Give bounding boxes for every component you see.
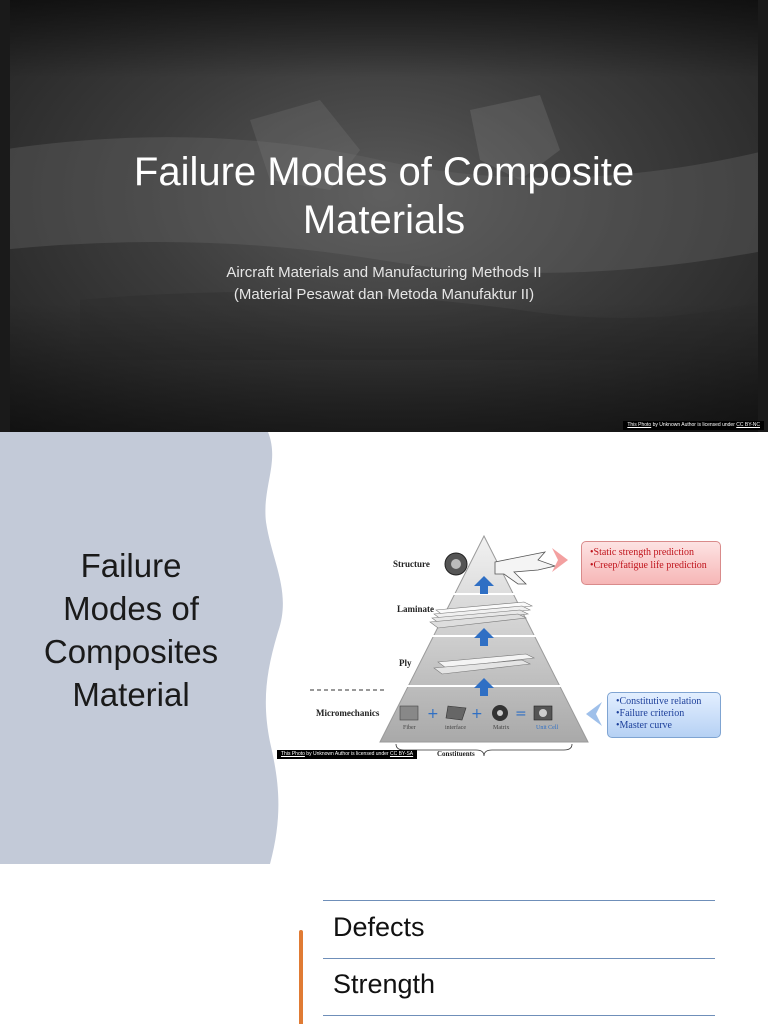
content-slide: Failure Modes of Composites Material: [0, 432, 768, 864]
license-link[interactable]: CC BY-SA: [389, 751, 414, 757]
list-slide: Defects Strength: [0, 864, 768, 1024]
constituent-icons: + + =: [399, 705, 553, 722]
section-title-line-4: Material: [72, 676, 190, 713]
model-item: •Constitutive relation: [616, 696, 702, 707]
photo-shade: [0, 0, 768, 432]
credit-link[interactable]: This Photo: [627, 422, 652, 428]
up-arrow-icon: [474, 678, 494, 696]
laminate-stack-icon: [429, 601, 534, 629]
label-interface: interface: [445, 725, 466, 731]
level-structure: Structure: [393, 559, 430, 569]
section-title: Failure Modes of Composites Material: [20, 544, 242, 716]
model-item: •Failure criterion: [616, 708, 685, 719]
label-unit-cell: Unit Cell: [536, 725, 559, 731]
level-micromechanics: Micromechanics: [316, 708, 380, 718]
divider-line: [323, 1015, 715, 1016]
prediction-item: •Creep/fatigue life prediction: [590, 560, 707, 571]
left-edge: [0, 0, 10, 432]
chevron-left-icon: [586, 702, 602, 726]
divider-line: [323, 958, 715, 959]
section-title-line-3: Composites: [43, 633, 219, 670]
figure-credit: This Photo by Unknown Author is licensed…: [277, 750, 418, 759]
label-matrix: Matrix: [493, 725, 510, 731]
section-title-line-1: Failure: [80, 547, 182, 584]
svg-text:+: +: [471, 706, 483, 722]
credit-text: by Unknown Author is licensed under: [651, 422, 737, 428]
chevron-right-icon: [552, 548, 568, 572]
title-slide: Failure Modes of Composite Materials Air…: [0, 0, 768, 432]
level-laminate: Laminate: [397, 604, 434, 614]
subtitle-line-2: (Material Pesawat dan Metoda Manufaktur …: [233, 286, 535, 303]
prediction-box: •Static strength prediction •Creep/fatig…: [581, 541, 721, 585]
label-fiber: Fiber: [403, 725, 416, 731]
model-box: •Constitutive relation •Failure criterio…: [607, 692, 721, 738]
up-arrow-icon: [474, 576, 494, 594]
multiscale-pyramid-figure: + + = Structure Laminate Ply Micromechan…: [300, 532, 740, 764]
credit-link[interactable]: This Photo: [281, 751, 305, 757]
level-ply: Ply: [399, 658, 412, 668]
prediction-item: •Static strength prediction: [590, 547, 695, 558]
photo-credit: This Photo by Unknown Author is licensed…: [623, 421, 764, 430]
license-link[interactable]: CC BY-NC: [736, 422, 760, 428]
wavy-side-panel: [0, 432, 283, 864]
up-arrow-icon: [474, 628, 494, 646]
pyramid-diagram: + + =: [310, 534, 602, 757]
divider-line: [323, 900, 715, 901]
section-title-line-2: Modes of: [63, 590, 199, 627]
credit-text: by Unknown Author is licensed under: [304, 751, 390, 757]
model-item: •Master curve: [616, 720, 672, 731]
airplane-icon: [494, 551, 557, 585]
svg-text:+: +: [427, 706, 439, 722]
subtitle-line-1: Aircraft Materials and Manufacturing Met…: [226, 264, 542, 281]
level-constituents: Constituents: [437, 750, 475, 758]
list-item: Defects: [333, 912, 425, 942]
title-line-2: Materials: [302, 198, 466, 242]
slide-subtitle: Aircraft Materials and Manufacturing Met…: [0, 262, 768, 306]
ply-icon: [433, 653, 536, 675]
right-edge: [758, 0, 768, 432]
svg-text:=: =: [515, 706, 527, 722]
accent-bar: [299, 930, 303, 1024]
constituents-brace: [395, 743, 573, 757]
slide-title: Failure Modes of Composite Materials: [0, 148, 768, 244]
title-line-1: Failure Modes of Composite: [133, 150, 635, 194]
list-item: Strength: [333, 969, 436, 999]
